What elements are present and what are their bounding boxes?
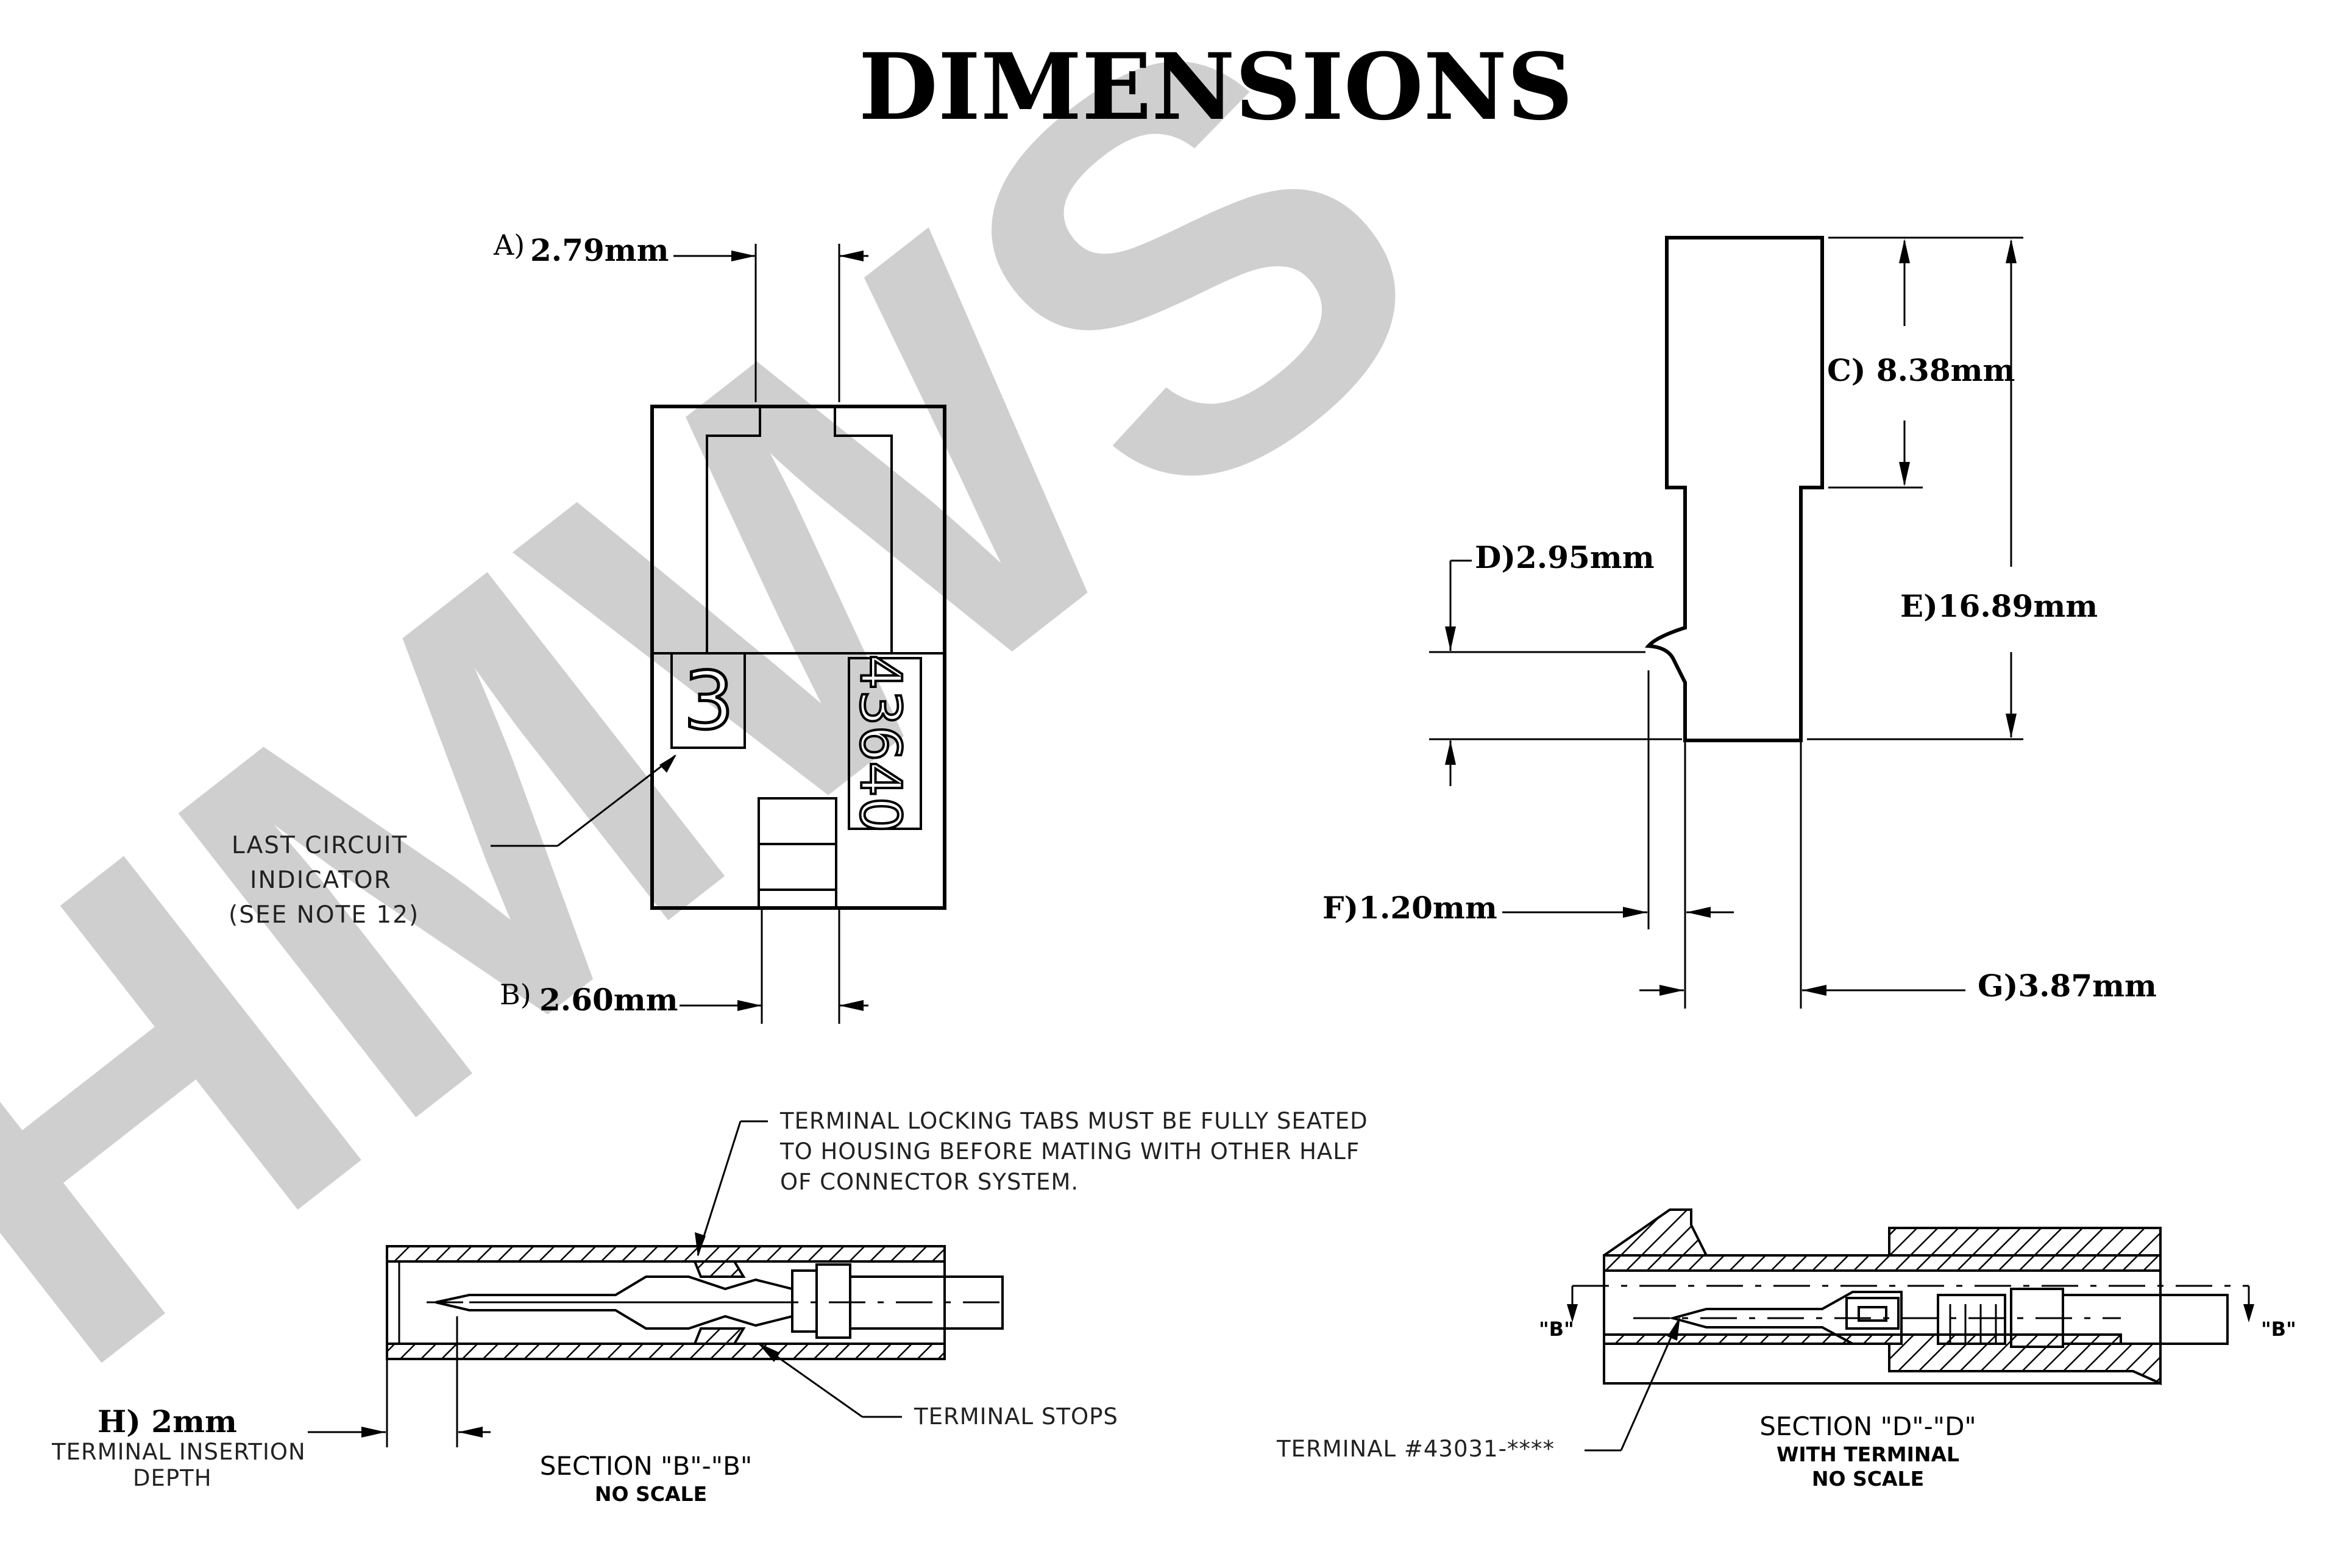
part-number: 43640: [848, 655, 913, 833]
locking-note-3: OF CONNECTOR SYSTEM.: [780, 1169, 1079, 1195]
last-circuit-leader: [557, 754, 676, 847]
circuit-indicator-box: [670, 652, 746, 749]
dd-cut-right-arrow: [2243, 1304, 2254, 1322]
terminal-part-leader: [1620, 1319, 1680, 1451]
dim-b-arrow-left: [737, 1000, 762, 1011]
stops-arrow: [758, 1343, 780, 1362]
keyway-left: [706, 406, 761, 653]
dim-g-label: G)3.87mm: [1978, 968, 2157, 1004]
terminal-stops-note: TERMINAL STOPS: [914, 1403, 1118, 1430]
dim-b-prefix: B): [500, 978, 531, 1011]
dim-b-arrow-right: [839, 1000, 864, 1011]
dim-c-arrow-bottom: [1899, 462, 1910, 486]
dim-h-label: H) 2mm: [98, 1403, 237, 1439]
section-dd: "B" "B" TERMINAL #43031-**** SECTION "D"…: [1276, 1208, 2296, 1491]
section-bb: TERMINAL LOCKING TABS MUST BE FULLY SEAT…: [51, 1108, 1368, 1506]
section-dd-subtitle-2: NO SCALE: [1812, 1467, 1924, 1491]
dd-shell-outline: [1603, 1254, 2162, 1385]
bb-crimp: [791, 1269, 818, 1333]
dim-g-arrow-left: [1659, 985, 1684, 996]
dd-terminal-box-inner: [1858, 1306, 1887, 1322]
section-mark-right: "B": [2261, 1318, 2296, 1341]
dim-b-value: 2.60mm: [539, 982, 678, 1018]
dd-crimp: [1937, 1294, 2006, 1345]
bb-wall-bottom: [386, 1343, 946, 1360]
dim-c-arrow-top: [1899, 239, 1910, 263]
housing-outline: [650, 405, 946, 910]
dim-d-arrow-bottom: [1445, 740, 1456, 765]
section-bb-subtitle: NO SCALE: [595, 1482, 707, 1506]
section-dd-title: SECTION "D"-"D": [1759, 1411, 1976, 1441]
dd-crimp-fingers: [1949, 1304, 1997, 1344]
bb-lock-tab-bottom: [693, 1327, 746, 1345]
keyway-right: [834, 406, 893, 653]
dd-cut-left-arrow: [1567, 1304, 1578, 1322]
side-view: C) 8.38mm E)16.89mm D)2.95mm F)1.20mm G)…: [1322, 236, 2157, 1009]
section-bb-title: SECTION "B"-"B": [540, 1451, 752, 1481]
page-title: DIMENSIONS: [859, 34, 1573, 141]
dd-wall-top: [1603, 1208, 2162, 1272]
locking-note-2: TO HOUSING BEFORE MATING WITH OTHER HALF: [779, 1138, 1360, 1165]
dim-a-prefix: A): [493, 229, 525, 261]
part-number-box: [848, 657, 922, 830]
dim-h-arrow-right: [458, 1427, 483, 1438]
bb-wall-top: [386, 1245, 946, 1263]
dim-d-arrow-top: [1445, 626, 1456, 651]
housing-side-outline: [1644, 236, 1824, 742]
dim-f-label: F)1.20mm: [1322, 890, 1497, 926]
dd-wall-bottom: [1603, 1333, 2162, 1386]
locking-arrow: [695, 1232, 706, 1257]
bb-lock-tab-top: [693, 1260, 746, 1278]
last-circuit-note-1: LAST CIRCUIT: [232, 832, 408, 859]
locking-leader: [697, 1121, 742, 1256]
last-circuit-note-3: (SEE NOTE 12): [229, 901, 419, 929]
dim-g-arrow-right: [1802, 985, 1826, 996]
dd-terminal-box: [1845, 1297, 1900, 1330]
locking-note-1: TERMINAL LOCKING TABS MUST BE FULLY SEAT…: [779, 1108, 1368, 1134]
dim-h-caption-2: DEPTH: [133, 1465, 212, 1491]
dim-f-arrow-left: [1623, 907, 1647, 918]
dim-e-arrow-top: [2006, 239, 2017, 263]
terminal-part-note: TERMINAL #43031-****: [1276, 1436, 1555, 1462]
dim-f-arrow-right: [1686, 907, 1711, 918]
front-view: 3 43640 A) 2.79mm B) 2.60mm LAST CIRCUIT…: [229, 229, 946, 1024]
dim-c-label: C) 8.38mm: [1827, 352, 2015, 388]
last-circuit-note-2: INDICATOR: [250, 867, 392, 894]
dim-a-arrow-left: [731, 250, 756, 261]
dim-h-caption-1: TERMINAL INSERTION: [51, 1439, 306, 1465]
dim-a-arrow-right: [839, 250, 864, 261]
dim-e-label: E)16.89mm: [1900, 588, 2098, 624]
dim-e-arrow-bottom: [2006, 714, 2017, 738]
section-dd-subtitle-1: WITH TERMINAL: [1776, 1442, 1959, 1466]
dim-a-value: 2.79mm: [530, 232, 669, 268]
terminal-part-arrow: [1667, 1316, 1680, 1341]
circuit-number: 3: [684, 655, 734, 747]
section-mark-left: "B": [1539, 1318, 1574, 1341]
dim-h-arrow-left: [361, 1427, 386, 1438]
dd-wire: [2062, 1294, 2229, 1345]
bb-insulation-crimp: [815, 1263, 851, 1339]
dim-d-label: D)2.95mm: [1475, 539, 1655, 575]
last-circuit-arrow: [659, 754, 676, 773]
